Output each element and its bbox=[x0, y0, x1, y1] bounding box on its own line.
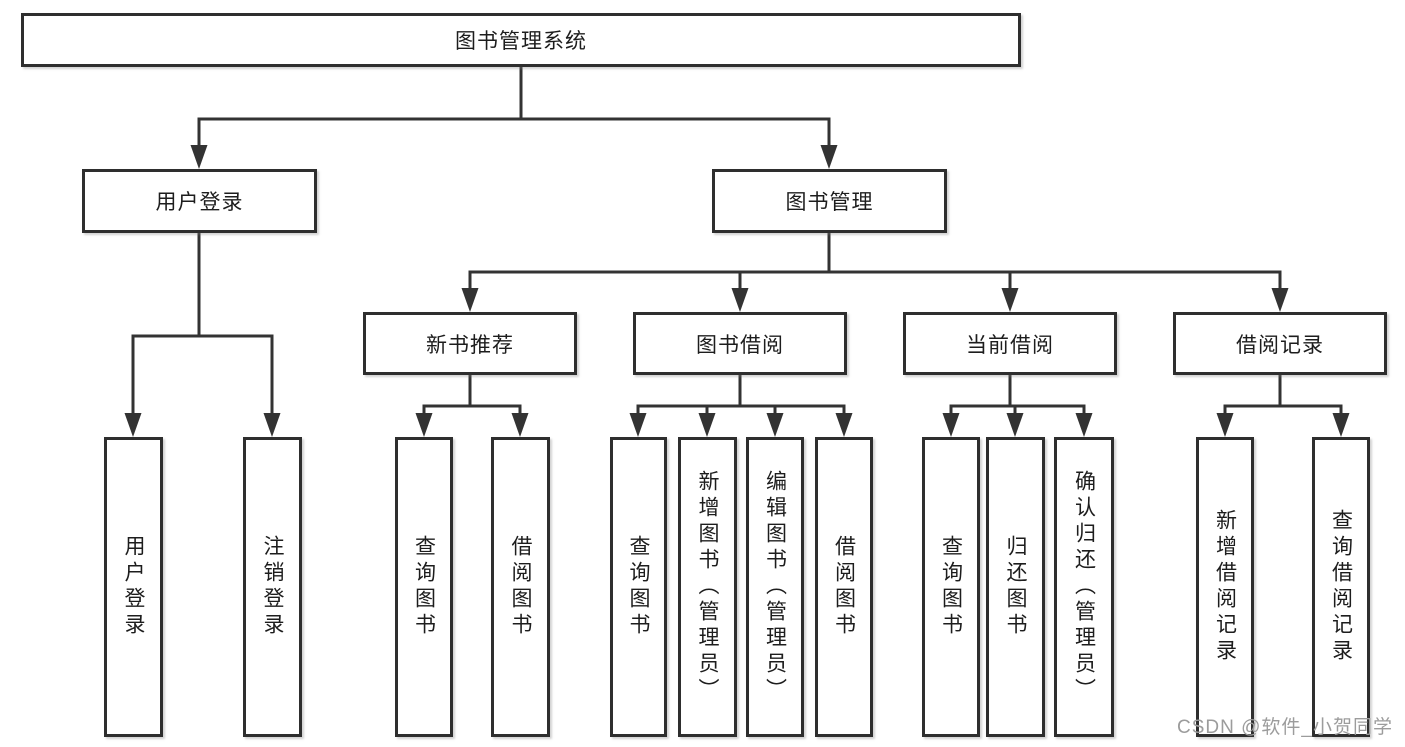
leaf-label: 新增借阅记录 bbox=[1213, 509, 1237, 665]
node-label: 图书管理系统 bbox=[455, 30, 587, 53]
leaf-add-borrow-record: 新增借阅记录 bbox=[1196, 437, 1254, 737]
connector-new-book-recommend bbox=[415, 375, 529, 437]
leaf-query-books-recommend: 查询图书 bbox=[395, 437, 453, 737]
node-book-borrowing: 图书借阅 bbox=[633, 312, 847, 375]
node-label: 图书管理 bbox=[785, 191, 874, 214]
arrowhead-down-icon bbox=[698, 413, 716, 437]
leaf-confirm-return-admin: 确认归还（管理员） bbox=[1054, 437, 1114, 737]
node-user-login: 用户登录 bbox=[82, 169, 317, 233]
connector-current-borrowing bbox=[942, 375, 1093, 437]
node-label: 借阅记录 bbox=[1236, 333, 1324, 357]
leaf-label: 归还图书 bbox=[1004, 535, 1027, 639]
leaf-add-books-admin: 新增图书（管理员） bbox=[678, 437, 737, 737]
node-label: 图书借阅 bbox=[696, 333, 784, 357]
arrowhead-down-icon bbox=[1216, 413, 1234, 437]
leaf-query-books-borrowing: 查询图书 bbox=[610, 437, 667, 737]
node-library-management-system: 图书管理系统 bbox=[21, 13, 1021, 67]
arrowhead-down-icon bbox=[415, 413, 433, 437]
leaf-return-books: 归还图书 bbox=[986, 437, 1045, 737]
arrowhead-down-icon bbox=[766, 413, 784, 437]
arrowhead-down-icon bbox=[1271, 288, 1289, 312]
connector-book-borrowing bbox=[629, 375, 853, 437]
node-borrowing-records: 借阅记录 bbox=[1173, 312, 1387, 375]
leaf-label: 编辑图书（管理员） bbox=[763, 470, 787, 704]
arrowhead-down-icon bbox=[731, 288, 749, 312]
leaf-label: 查询图书 bbox=[412, 535, 436, 639]
node-current-borrowing: 当前借阅 bbox=[903, 312, 1117, 375]
connector-borrowing-records bbox=[1216, 375, 1350, 437]
leaf-label: 用户登录 bbox=[122, 535, 145, 639]
leaf-query-books-current: 查询图书 bbox=[922, 437, 980, 737]
leaf-user-login: 用户登录 bbox=[104, 437, 163, 737]
node-new-book-recommend: 新书推荐 bbox=[363, 312, 577, 375]
leaf-label: 查询图书 bbox=[627, 535, 650, 639]
arrowhead-down-icon bbox=[190, 145, 208, 169]
node-label: 当前借阅 bbox=[966, 333, 1054, 357]
leaf-label: 借阅图书 bbox=[832, 535, 856, 639]
arrowhead-down-icon bbox=[629, 413, 647, 437]
arrowhead-down-icon bbox=[511, 413, 529, 437]
arrowhead-down-icon bbox=[835, 413, 853, 437]
arrowhead-down-icon bbox=[1006, 413, 1024, 437]
leaf-label: 注销登录 bbox=[261, 535, 284, 639]
arrowhead-down-icon bbox=[1075, 413, 1093, 437]
leaf-label: 查询借阅记录 bbox=[1329, 509, 1353, 665]
leaf-label: 查询图书 bbox=[939, 535, 963, 639]
connector-user-login bbox=[124, 233, 281, 437]
leaf-label: 确认归还（管理员） bbox=[1072, 470, 1096, 704]
watermark: CSDN @软件_小贺同学 bbox=[1177, 717, 1393, 738]
connector-root bbox=[190, 67, 838, 169]
node-book-management: 图书管理 bbox=[712, 169, 947, 233]
arrowhead-down-icon bbox=[263, 413, 281, 437]
arrowhead-down-icon bbox=[1001, 288, 1019, 312]
leaf-borrow-books-borrowing: 借阅图书 bbox=[815, 437, 873, 737]
leaf-borrow-books-recommend: 借阅图书 bbox=[491, 437, 550, 737]
leaf-label: 借阅图书 bbox=[509, 535, 532, 639]
connector-book-management bbox=[461, 233, 1289, 312]
leaf-logout-login: 注销登录 bbox=[243, 437, 302, 737]
node-label: 用户登录 bbox=[155, 191, 244, 214]
arrowhead-down-icon bbox=[461, 288, 479, 312]
leaf-edit-books-admin: 编辑图书（管理员） bbox=[746, 437, 804, 737]
arrowhead-down-icon bbox=[820, 145, 838, 169]
arrowhead-down-icon bbox=[1332, 413, 1350, 437]
leaf-label: 新增图书（管理员） bbox=[696, 470, 719, 704]
arrowhead-down-icon bbox=[942, 413, 960, 437]
node-label: 新书推荐 bbox=[426, 333, 514, 357]
arrowhead-down-icon bbox=[124, 413, 142, 437]
leaf-query-borrow-record: 查询借阅记录 bbox=[1312, 437, 1370, 737]
